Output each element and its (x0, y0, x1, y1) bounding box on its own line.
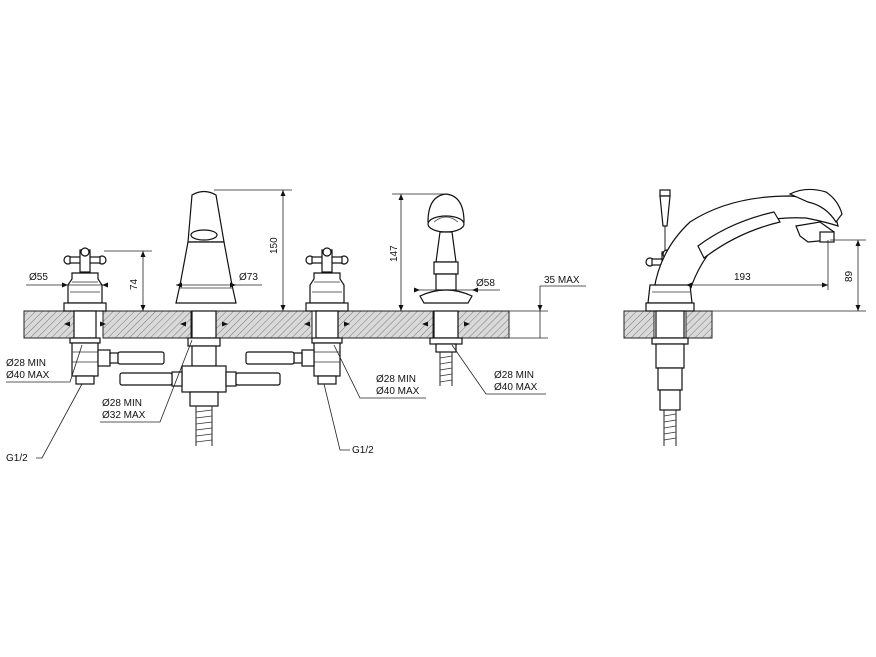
label-side-height: 89 (844, 270, 855, 282)
label-spout-hole-max: Ø32 MAX (102, 410, 146, 421)
dimensions-front (6, 189, 586, 459)
side-view: 193 89 (623, 188, 866, 446)
label-shower-hole-max: Ø40 MAX (494, 382, 538, 393)
label-spout-hole-min: Ø28 MIN (102, 398, 142, 409)
side-spout (645, 188, 843, 312)
label-cold-hole-max: Ø40 MAX (6, 370, 50, 381)
label-cold-hole-min: Ø28 MIN (6, 358, 46, 369)
label-hot-hole-max: Ø40 MAX (376, 386, 420, 397)
label-cold-diameter: Ø55 (29, 272, 48, 283)
dimensions-side (686, 239, 866, 312)
label-shower-height: 147 (389, 245, 400, 262)
label-spout-diameter: Ø73 (239, 272, 258, 283)
label-shower-diameter: Ø58 (476, 278, 495, 289)
label-cold-height: 74 (129, 278, 140, 290)
side-deck-left (623, 310, 655, 339)
label-shower-hole-min: Ø28 MIN (494, 370, 534, 381)
side-shower-holder (659, 189, 671, 252)
label-deck-thickness: 35 MAX (544, 275, 580, 286)
front-view: Ø55 74 Ø73 150 147 Ø58 35 MAX Ø28 MIN Ø4… (6, 189, 586, 464)
label-reach: 193 (734, 272, 751, 283)
cold-tap (63, 247, 165, 385)
deck-section (23, 310, 510, 339)
side-underdeck (651, 310, 689, 446)
hot-tap (245, 247, 349, 385)
side-deck-right (685, 310, 713, 339)
label-spout-height: 150 (269, 237, 280, 254)
label-cold-thread: G1/2 (6, 453, 28, 464)
label-hot-hole-min: Ø28 MIN (376, 374, 416, 385)
hand-shower (419, 193, 473, 386)
label-hot-thread: G1/2 (352, 445, 374, 456)
